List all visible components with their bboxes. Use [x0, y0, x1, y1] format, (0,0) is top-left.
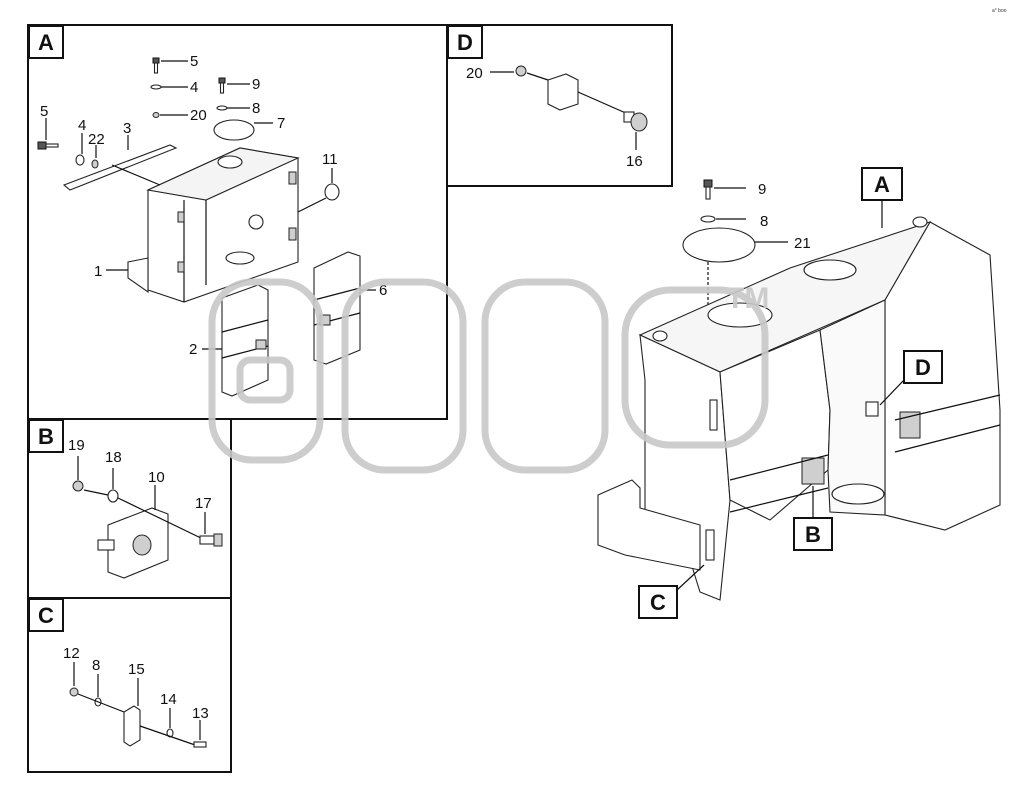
- bolt-5-side: [37, 141, 59, 150]
- knob-16: [623, 111, 648, 132]
- washer-14: [166, 728, 174, 738]
- nut-12: [69, 687, 79, 697]
- panel-d-letter-box: [447, 25, 483, 59]
- callout-a-8: 8: [252, 100, 260, 117]
- bolt-13: [193, 741, 207, 748]
- bolt-17: [199, 533, 223, 547]
- washer-4-top: [150, 84, 162, 90]
- washer-4-side: [75, 154, 85, 166]
- latch-10: [97, 507, 169, 579]
- main-marker-c: C: [650, 590, 666, 615]
- bracket-d: [547, 73, 579, 111]
- nut-19: [72, 480, 84, 492]
- callout-a-9: 9: [252, 76, 260, 93]
- callout-b-18: 18: [105, 449, 122, 466]
- panel-b-letter-box: [28, 419, 64, 453]
- callout-c-8: 8: [92, 657, 100, 674]
- panel-c-letter-box: [28, 598, 64, 632]
- panel-c-frame: [27, 597, 232, 773]
- washer-8-main: [700, 215, 716, 223]
- marker-d-leader: [879, 379, 905, 406]
- callout-main-21: 21: [794, 235, 811, 252]
- panel-a-frame: [27, 24, 448, 420]
- cover-plate-7: [213, 119, 255, 141]
- callout-d-16: 16: [626, 153, 643, 170]
- panel-d-frame: [446, 24, 673, 187]
- callout-c-12: 12: [63, 645, 80, 662]
- nut-20-d: [515, 65, 527, 77]
- nut-22: [91, 159, 99, 169]
- door-panel-2: [221, 284, 269, 397]
- callout-a-2: 2: [189, 341, 197, 358]
- panel-b: B 19 18 10 17: [27, 418, 232, 599]
- plate-15: [123, 705, 141, 747]
- callout-b-10: 10: [148, 469, 165, 486]
- panel-c-letter: C: [38, 603, 54, 628]
- panel-a-letter-box: [28, 25, 64, 59]
- rail-3: [62, 144, 178, 191]
- callout-c-13: 13: [192, 705, 209, 722]
- callout-a-4-top: 4: [190, 79, 198, 96]
- box-frame-1: [127, 147, 300, 303]
- bolt-9-main: [703, 179, 713, 200]
- callout-c-15: 15: [128, 661, 145, 678]
- callout-c-14: 14: [160, 691, 177, 708]
- corner-tag: a° boo: [992, 8, 1007, 14]
- callout-a-5-top: 5: [190, 53, 198, 70]
- callout-a-22: 22: [88, 131, 105, 148]
- panel-a: A: [27, 24, 448, 420]
- cover-plate-21: [682, 227, 756, 263]
- washer-8-top: [216, 105, 228, 111]
- bolt-9-top: [218, 77, 226, 94]
- main-assembly: 9 8 21: [597, 167, 1001, 619]
- main-box: [597, 216, 1001, 601]
- main-marker-a-box: [861, 167, 903, 201]
- callout-a-1: 1: [94, 263, 102, 280]
- main-marker-d-box: [903, 350, 943, 384]
- callout-a-3: 3: [123, 120, 131, 137]
- callout-a-20: 20: [190, 107, 207, 124]
- watermark-logo: TM: [208, 278, 769, 474]
- callout-a-7: 7: [277, 115, 285, 132]
- nut-20-top: [152, 112, 160, 118]
- bolt-5-top: [152, 57, 160, 74]
- grommet-11: [324, 183, 340, 201]
- marker-c-leader: [676, 564, 705, 591]
- callout-main-9: 9: [758, 181, 766, 198]
- main-marker-b-box: [793, 517, 833, 551]
- watermark-tm: TM: [726, 282, 769, 315]
- panel-d: D 20 16: [446, 24, 673, 187]
- callout-d-20: 20: [466, 65, 483, 82]
- callout-main-8: 8: [760, 213, 768, 230]
- main-marker-d: D: [915, 355, 931, 380]
- callout-a-6: 6: [379, 282, 387, 299]
- panel-a-letter: A: [38, 30, 54, 55]
- callout-a-5-side: 5: [40, 103, 48, 120]
- main-marker-a: A: [874, 172, 890, 197]
- washer-18: [107, 489, 119, 503]
- main-marker-b: B: [805, 522, 821, 547]
- callout-b-17: 17: [195, 495, 212, 512]
- callout-a-4-side: 4: [78, 117, 86, 134]
- panel-c: C 12 8 15 14 13: [27, 597, 232, 773]
- callout-a-11: 11: [322, 151, 338, 168]
- callout-b-19: 19: [68, 437, 85, 454]
- panel-b-letter: B: [38, 424, 54, 449]
- panel-d-letter: D: [457, 30, 473, 55]
- main-marker-c-box: [638, 585, 678, 619]
